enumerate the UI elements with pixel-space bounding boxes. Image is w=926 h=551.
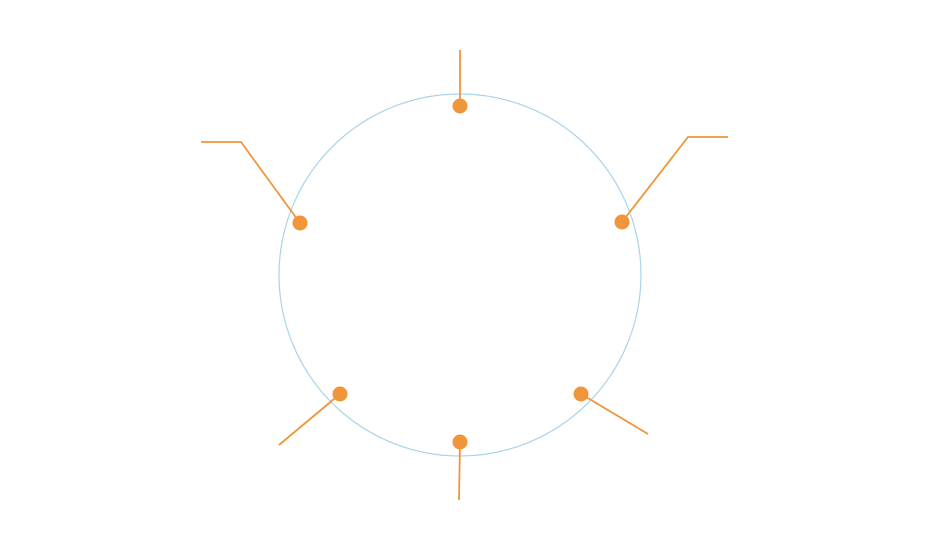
node-bottom (452, 434, 468, 501)
node-dot-upper-right (614, 214, 630, 230)
node-upper-left (201, 141, 308, 231)
node-dot-upper-left (292, 215, 308, 231)
node-upper-right (614, 136, 728, 230)
leader-line-lower-right (580, 393, 649, 435)
node-top (452, 50, 468, 114)
node-dot-lower-right (573, 386, 589, 402)
node-lower-left (278, 386, 348, 446)
outer-ring (278, 93, 642, 457)
leader-line-bottom (458, 441, 461, 501)
node-lower-right (573, 386, 649, 435)
leader-line-upper-left (201, 141, 301, 224)
node-dot-bottom (452, 434, 468, 450)
node-dot-lower-left (332, 386, 348, 402)
node-dot-top (452, 98, 468, 114)
leader-line-upper-right (621, 136, 728, 223)
leader-line-lower-left (278, 393, 341, 446)
